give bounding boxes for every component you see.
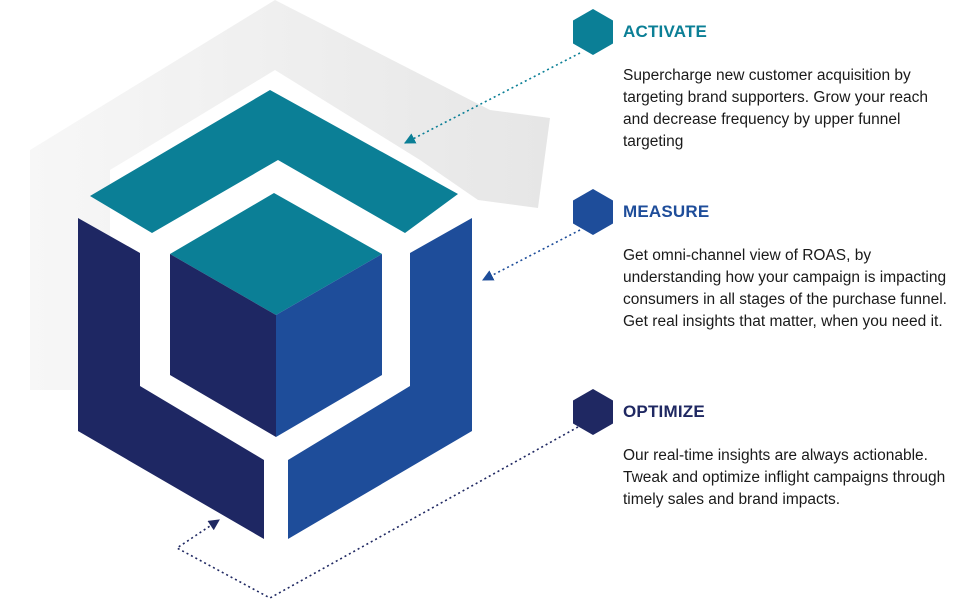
optimize-connector	[175, 426, 579, 599]
cycle-arrow-shape	[30, 0, 550, 390]
cube-right-wall	[288, 218, 472, 539]
hexagon-icon	[573, 9, 613, 55]
step-title: MEASURE	[623, 202, 710, 221]
step-optimize-header: OPTIMIZE	[573, 389, 958, 435]
hexagon-icon	[573, 189, 613, 235]
step-description: Supercharge new customer acquisition by …	[623, 67, 928, 150]
step-optimize: OPTIMIZE Our real-time insights are alwa…	[573, 389, 958, 511]
step-activate: ACTIVATE Supercharge new customer acquis…	[573, 9, 958, 153]
cube-top-plate	[90, 90, 458, 233]
hexagon-icon	[573, 389, 613, 435]
step-activate-header: ACTIVATE	[573, 9, 958, 55]
measure-connector	[482, 229, 581, 281]
inner-cube-right	[276, 254, 382, 437]
step-title: OPTIMIZE	[623, 402, 705, 421]
step-description: Our real-time insights are always action…	[623, 447, 946, 508]
inner-cube-left	[170, 254, 276, 437]
cube-left-wall	[78, 218, 264, 539]
step-title: ACTIVATE	[623, 22, 708, 41]
step-measure-header: MEASURE	[573, 189, 958, 235]
step-measure: MEASURE Get omni-channel view of ROAS, b…	[573, 189, 958, 333]
step-description: Get omni-channel view of ROAS, by unders…	[623, 247, 947, 330]
